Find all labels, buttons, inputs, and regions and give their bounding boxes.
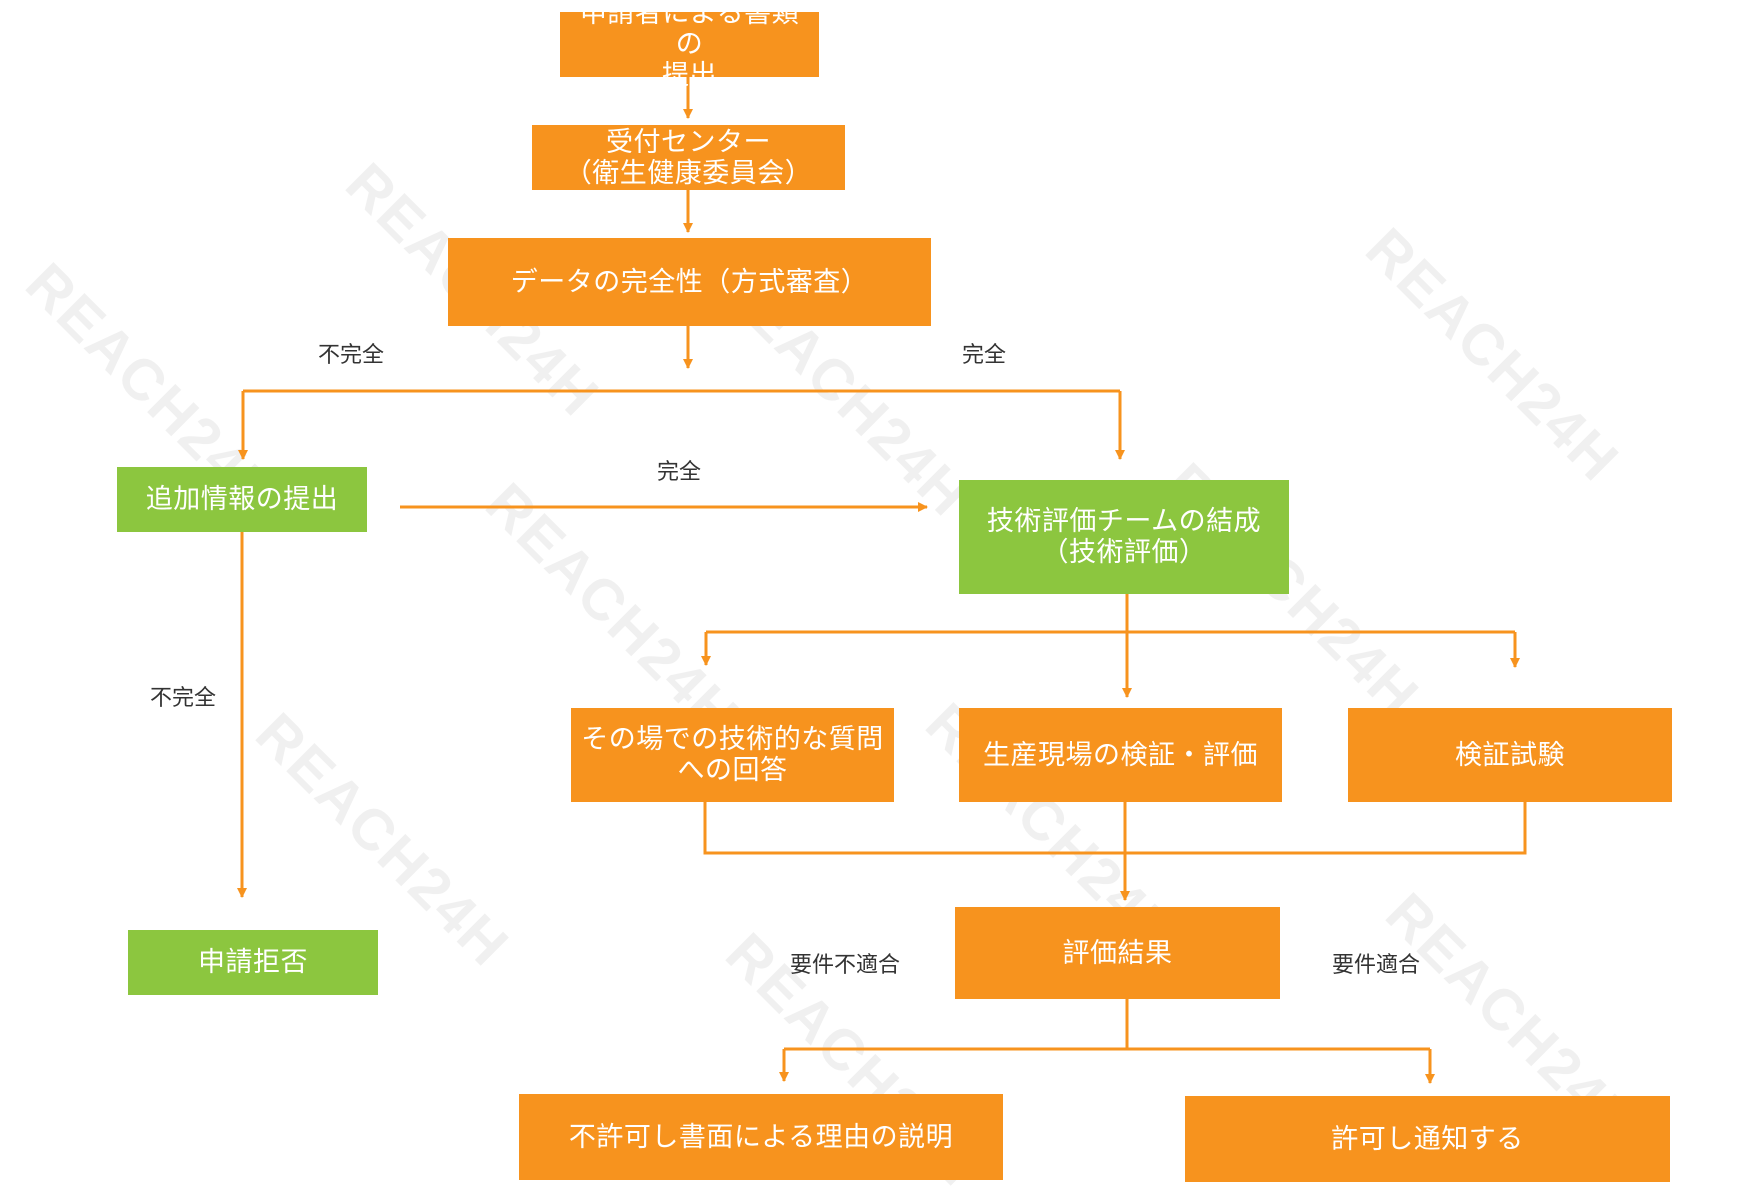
node-reception-center: 受付センター （衛生健康委員会） (532, 125, 845, 190)
node-approval: 許可し通知する (1185, 1096, 1670, 1182)
node-tech-team: 技術評価チームの結成 （技術評価） (959, 480, 1289, 594)
node-disapproval: 不許可し書面による理由の説明 (519, 1094, 1003, 1180)
node-application-rejected: 申請拒否 (128, 930, 378, 995)
node-submit-documents: 申請者による書類の 提出 (560, 0, 819, 91)
edge-label-not-meeting: 要件不適合 (790, 953, 901, 978)
edge-label-meeting: 要件適合 (1332, 953, 1421, 978)
node-evaluation-result: 評価結果 (955, 907, 1280, 999)
node-verification-test: 検証試験 (1348, 708, 1672, 802)
edge-label-incomplete-top: 不完全 (318, 343, 385, 368)
node-data-completeness: データの完全性（方式審査） (448, 238, 931, 326)
edge-label-incomplete-left: 不完全 (150, 686, 217, 711)
node-additional-info: 追加情報の提出 (117, 467, 367, 532)
node-production-site: 生産現場の検証・評価 (959, 708, 1282, 802)
node-onsite-qa: その場での技術的な質問 への回答 (571, 708, 894, 802)
merge-line (703, 802, 1527, 855)
edge-label-complete-top: 完全 (962, 343, 1007, 368)
edge-label-complete-mid: 完全 (657, 460, 702, 485)
